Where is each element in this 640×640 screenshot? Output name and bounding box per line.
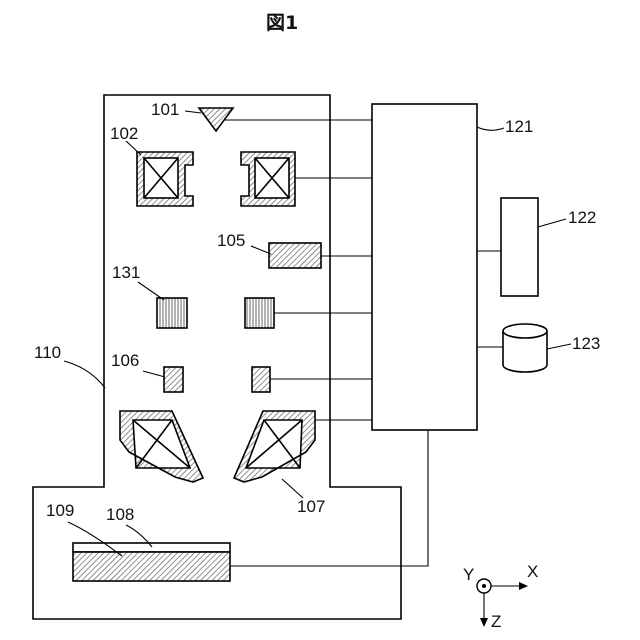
column-outline	[33, 95, 401, 619]
leader-102	[126, 141, 141, 155]
element-131-left	[157, 298, 187, 328]
label-109: 109	[46, 501, 74, 520]
objective-lens-right	[234, 411, 315, 482]
label-102: 102	[110, 124, 138, 143]
objective-lens-left	[120, 411, 203, 482]
coordinate-axes	[477, 579, 528, 627]
condenser-lens-left	[137, 152, 193, 206]
axis-z-label: Z	[491, 612, 501, 631]
controller-121	[372, 104, 477, 430]
sample-108	[73, 543, 230, 552]
leader-106	[143, 371, 165, 377]
axis-y-label: Y	[463, 565, 474, 584]
detector-106-left	[164, 367, 183, 392]
detector-106-right	[252, 367, 270, 392]
leader-123	[547, 344, 571, 349]
leader-101	[185, 111, 201, 113]
leader-131	[138, 282, 164, 300]
deflector-105	[269, 243, 321, 268]
leader-122	[538, 219, 566, 227]
storage-123	[503, 324, 547, 372]
element-131-right	[245, 298, 274, 328]
label-105: 105	[217, 231, 245, 250]
label-123: 123	[572, 334, 600, 353]
label-108: 108	[106, 505, 134, 524]
stage-109	[73, 552, 230, 581]
label-110: 110	[34, 343, 61, 362]
display-122	[501, 198, 538, 296]
leader-107	[282, 479, 303, 498]
label-101: 101	[151, 100, 179, 119]
condenser-lens-right	[241, 152, 295, 206]
label-107: 107	[297, 497, 325, 516]
leader-105	[251, 246, 271, 254]
axis-x-label: X	[527, 562, 538, 581]
leader-110	[64, 361, 105, 388]
label-122: 122	[568, 208, 596, 227]
label-121: 121	[505, 117, 533, 136]
leader-121	[477, 127, 504, 130]
figure-title: 図1	[266, 12, 298, 34]
label-131: 131	[112, 263, 140, 282]
label-106: 106	[111, 351, 139, 370]
